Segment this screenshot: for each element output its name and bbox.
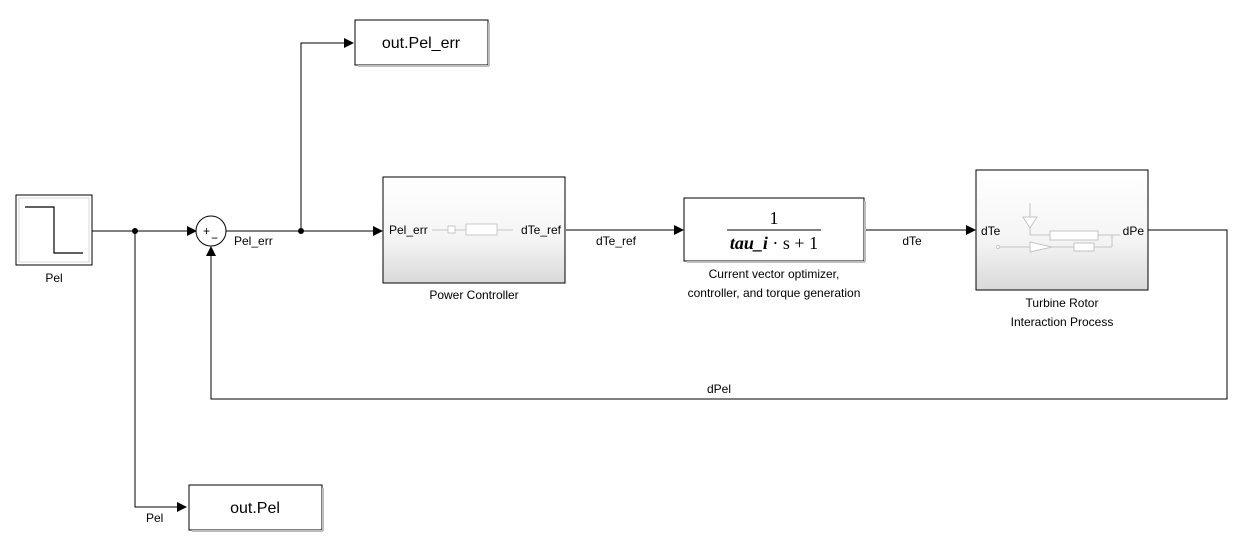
signal-label-pel: Pel: [146, 511, 163, 525]
signal-label-pel-err: Pel_err: [234, 234, 273, 248]
to-workspace-err-text: out.Pel_err: [382, 35, 461, 52]
signal-label-dte-ref: dTe_ref: [596, 234, 637, 248]
power-controller-port-in: Pel_err: [389, 223, 428, 237]
tf-denominator-rest: · s + 1: [768, 233, 818, 253]
turbine-caption-line2: Interaction Process: [1011, 315, 1114, 329]
turbine-port-in: dTe: [981, 224, 1001, 238]
tf-denominator: tau_i · s + 1: [730, 233, 818, 253]
tf-numerator: 1: [770, 208, 779, 228]
step-source-label: Pel: [45, 271, 62, 285]
mini-turbine-icon: [995, 203, 1120, 253]
to-workspace-err-block[interactable]: out.Pel_err: [354, 19, 490, 67]
to-workspace-pel-block[interactable]: out.Pel: [188, 484, 324, 532]
sum-block[interactable]: + −: [195, 215, 227, 247]
tf-denominator-variable: tau_i: [730, 233, 768, 253]
turbine-port-out: dPe: [1123, 224, 1145, 238]
sum-minus-sign: −: [211, 231, 218, 245]
signal-label-dte: dTe: [902, 234, 922, 248]
wire-feedback-dpel[interactable]: [206, 229, 1228, 400]
transfer-function-block[interactable]: 1 tau_i · s + 1: [683, 197, 866, 263]
to-workspace-pel-text: out.Pel: [230, 500, 280, 517]
signal-label-dpel: dPel: [707, 382, 731, 396]
transfer-function-caption-line1: Current vector optimizer,: [709, 267, 840, 281]
wire-pel-to-workspace[interactable]: [134, 231, 187, 512]
step-source-block[interactable]: [15, 194, 93, 266]
mini-controller-icon: [432, 223, 513, 236]
step-down-icon: [25, 206, 83, 254]
sum-plus-sign: +: [203, 224, 210, 238]
power-controller-caption: Power Controller: [429, 288, 518, 302]
power-controller-block[interactable]: Pel_err dTe_ref: [382, 176, 566, 284]
power-controller-port-out: dTe_ref: [521, 223, 562, 237]
wire-err-to-workspace[interactable]: [300, 38, 354, 231]
transfer-function-caption-line2: controller, and torque generation: [688, 286, 861, 300]
turbine-caption-line1: Turbine Rotor: [1026, 296, 1099, 310]
turbine-rotor-block[interactable]: dTe dPe: [975, 169, 1149, 291]
